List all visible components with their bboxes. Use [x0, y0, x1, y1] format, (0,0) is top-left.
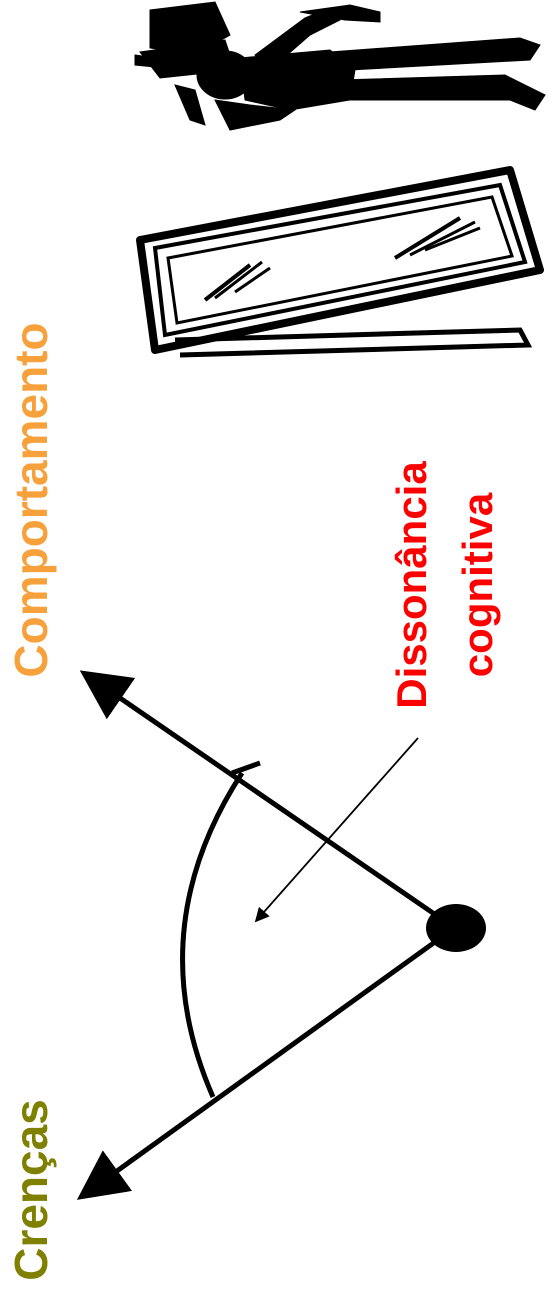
comportamento-arrow — [79, 670, 448, 925]
arc-tick — [231, 760, 261, 776]
comportamento-label: Comportamento — [5, 322, 57, 678]
dissonance-pointer-arrow — [254, 737, 419, 923]
cognitiva-label: cognitiva — [454, 492, 501, 678]
crencas-label: Crenças — [5, 1099, 57, 1281]
person-reflection-icon — [134, 1, 546, 131]
mirror-icon — [136, 166, 544, 358]
dissonancia-label: Dissonância — [388, 461, 435, 709]
crencas-arrow — [76, 931, 448, 1200]
angle-arc — [180, 771, 245, 1099]
